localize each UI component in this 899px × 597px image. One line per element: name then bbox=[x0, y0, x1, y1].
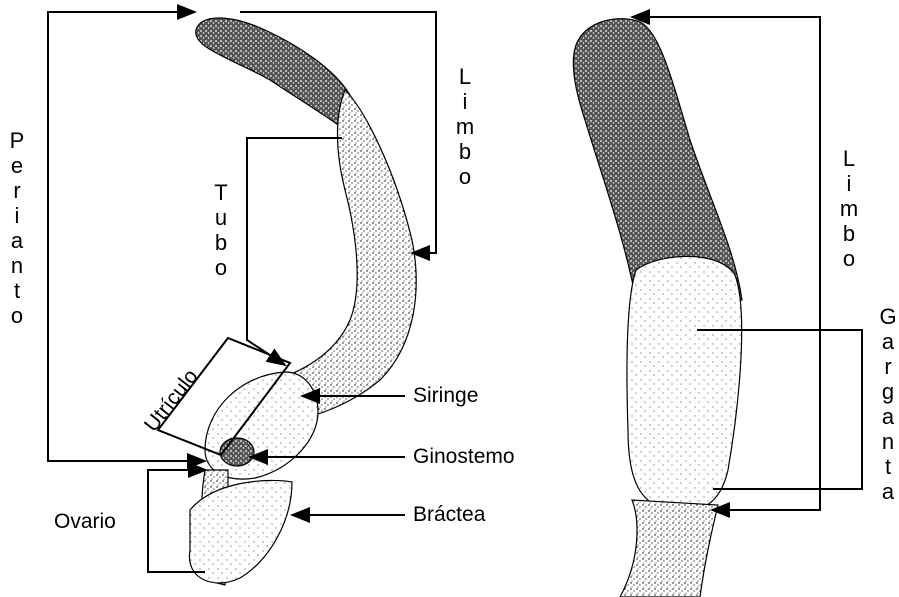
vertical-letter: o bbox=[6, 303, 28, 328]
vertical-letter: e bbox=[6, 153, 28, 178]
vertical-letter: o bbox=[210, 255, 232, 280]
left-tube-shape bbox=[275, 90, 416, 420]
vertical-letter: G bbox=[877, 304, 899, 329]
label-siringe: Siringe bbox=[413, 385, 478, 406]
vertical-letter: t bbox=[877, 454, 899, 479]
right-limbo-shape bbox=[573, 19, 742, 300]
vertical-letter: a bbox=[877, 404, 899, 429]
vertical-letter: b bbox=[454, 139, 476, 164]
vertical-letter: b bbox=[838, 221, 860, 246]
vertical-letter: m bbox=[838, 196, 860, 221]
vertical-letter: i bbox=[838, 171, 860, 196]
vertical-letter: n bbox=[6, 253, 28, 278]
vertical-letter: t bbox=[6, 278, 28, 303]
left-ginostemo-shape bbox=[220, 438, 254, 466]
vertical-letter: L bbox=[454, 64, 476, 89]
vertical-letter: i bbox=[6, 203, 28, 228]
vertical-letter: a bbox=[877, 329, 899, 354]
vertical-letter: n bbox=[877, 429, 899, 454]
vertical-letter: P bbox=[6, 128, 28, 153]
vertical-letter: a bbox=[877, 479, 899, 504]
right-garganta-shape bbox=[627, 256, 742, 511]
label-ovario: Ovario bbox=[54, 511, 116, 532]
vertical-letter: i bbox=[454, 89, 476, 114]
vertical-letter: r bbox=[6, 178, 28, 203]
vertical-letter: u bbox=[210, 205, 232, 230]
right-stalk-shape bbox=[620, 500, 718, 597]
vertical-letter: o bbox=[838, 246, 860, 271]
tubo-bracket bbox=[247, 138, 342, 365]
vertical-letter: L bbox=[838, 146, 860, 171]
vertical-letter: a bbox=[6, 228, 28, 253]
vertical-letter: b bbox=[210, 230, 232, 255]
vertical-letter: m bbox=[454, 114, 476, 139]
left-flower-drawing bbox=[189, 18, 416, 585]
label-ginostemo: Ginostemo bbox=[413, 446, 515, 467]
left-utriculo-shape bbox=[205, 372, 318, 479]
vertical-letter: r bbox=[877, 354, 899, 379]
label-bractea: Bráctea bbox=[413, 504, 485, 525]
left-limbo-shape bbox=[196, 18, 356, 130]
vertical-letter: T bbox=[210, 180, 232, 205]
vertical-letter: o bbox=[454, 164, 476, 189]
vertical-letter: g bbox=[877, 379, 899, 404]
